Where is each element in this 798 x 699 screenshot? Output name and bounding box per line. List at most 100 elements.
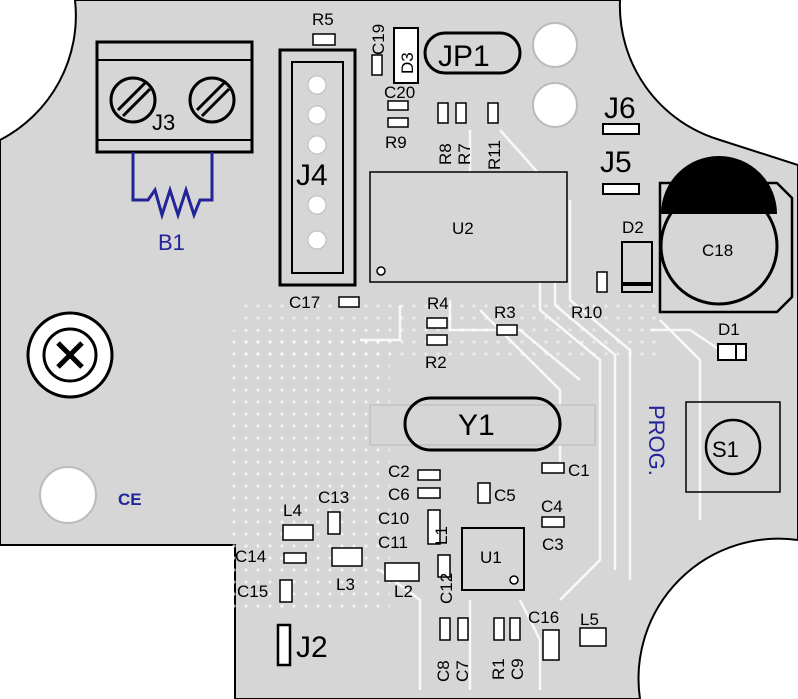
label-c3: C3 [542, 535, 564, 554]
label-jp1: JP1 [438, 40, 490, 73]
label-r7: R7 [455, 143, 474, 165]
mounting-hole [532, 22, 578, 68]
c14-pad [283, 552, 307, 564]
label-c19: C19 [369, 24, 388, 55]
label-r9: R9 [385, 133, 407, 152]
l2-pad [384, 562, 420, 582]
label-c8: C8 [434, 660, 453, 682]
mounting-hole [532, 82, 578, 128]
label-y1: Y1 [458, 409, 495, 442]
label-r3: R3 [494, 303, 516, 322]
l1-pad [427, 509, 441, 545]
c17-pad [338, 296, 360, 308]
y1-crystal [403, 396, 562, 452]
label-r11: R11 [485, 140, 504, 170]
s1-switch [685, 401, 781, 493]
c16-pad [542, 629, 560, 661]
l4-pad [282, 524, 314, 541]
label-d1: D1 [718, 320, 740, 339]
label-l2: L2 [394, 582, 413, 601]
c13-pad [327, 511, 341, 535]
c5-pad [477, 482, 491, 504]
l5-pad [579, 627, 607, 647]
label-c4: C4 [541, 497, 563, 516]
d1-pad [717, 343, 747, 361]
j2-pad [276, 623, 292, 667]
label-c11: C11 [378, 533, 408, 552]
label-j6: J6 [604, 92, 636, 125]
label-c5: C5 [494, 486, 516, 505]
c8-pad [439, 617, 451, 641]
label-c2: C2 [388, 462, 410, 481]
jp1-jumper [423, 31, 522, 75]
c20-pad [387, 100, 409, 111]
label-l5: L5 [580, 610, 599, 629]
l3-pad [331, 547, 363, 567]
c2-pad [417, 469, 441, 481]
c7-pad [457, 617, 469, 641]
label-c14: C14 [235, 547, 266, 566]
label-r4: R4 [427, 294, 449, 313]
j6-pad [602, 123, 640, 135]
r2-pad [426, 334, 448, 346]
label-c18: C18 [702, 241, 733, 260]
r8-pad [437, 102, 449, 124]
r9-pad [387, 117, 409, 128]
label-r1: R1 [489, 658, 508, 680]
label-r10: R10 [571, 303, 602, 322]
c4-pad [541, 516, 565, 528]
c6-pad [417, 487, 441, 499]
label-d3: D3 [398, 52, 417, 74]
label-d2: D2 [622, 218, 644, 237]
label-u1: U1 [480, 548, 502, 567]
label-r2: R2 [425, 353, 447, 372]
c15-pad [279, 579, 293, 603]
r1-pad [493, 617, 505, 641]
label-c17: C17 [289, 293, 320, 312]
r11-pad [487, 102, 499, 124]
label-r8: R8 [436, 143, 455, 165]
c12-pad [437, 554, 451, 578]
label-l1: L1 [432, 526, 451, 545]
label-j5: J5 [600, 146, 632, 179]
label-s1: S1 [712, 437, 739, 462]
r3-pad [496, 324, 518, 336]
mounting-hole [39, 466, 97, 524]
label-c7: C7 [453, 660, 472, 682]
label-j4: J4 [296, 159, 328, 192]
c1-pad [541, 462, 565, 474]
r4-pad [426, 317, 448, 329]
label-r5: R5 [312, 10, 334, 29]
label-l4: L4 [283, 501, 302, 520]
b1-resistor-symbol [131, 152, 214, 221]
j5-pad [602, 183, 640, 195]
label-c12: C12 [437, 573, 456, 604]
ground-pour-left [230, 330, 390, 610]
d3-pad [393, 27, 419, 84]
label-c9: C9 [508, 658, 527, 680]
label-c16: C16 [528, 608, 559, 627]
label-j2: J2 [296, 631, 328, 664]
label-c20: C20 [384, 83, 415, 102]
label-c10: C10 [378, 509, 409, 528]
label-l3: L3 [336, 575, 355, 594]
label-u2: U2 [452, 219, 474, 238]
j3-terminal-block [95, 40, 254, 154]
j4-connector [278, 48, 357, 287]
ce-mark: CE [118, 490, 142, 509]
c9-pad [509, 617, 521, 641]
r7-pad [455, 102, 467, 124]
label-b1: B1 [158, 230, 185, 255]
fiducial-x-mark [26, 311, 114, 399]
c19-pad [371, 54, 383, 76]
c18-capacitor [658, 156, 794, 314]
label-c1: C1 [568, 461, 590, 480]
label-c13: C13 [318, 488, 349, 507]
u2-chip [369, 171, 568, 283]
label-c15: C15 [237, 582, 268, 601]
d2-pad [621, 241, 653, 293]
label-c6: C6 [388, 485, 410, 504]
r5-pad [312, 33, 336, 46]
r10-pad [596, 271, 608, 293]
